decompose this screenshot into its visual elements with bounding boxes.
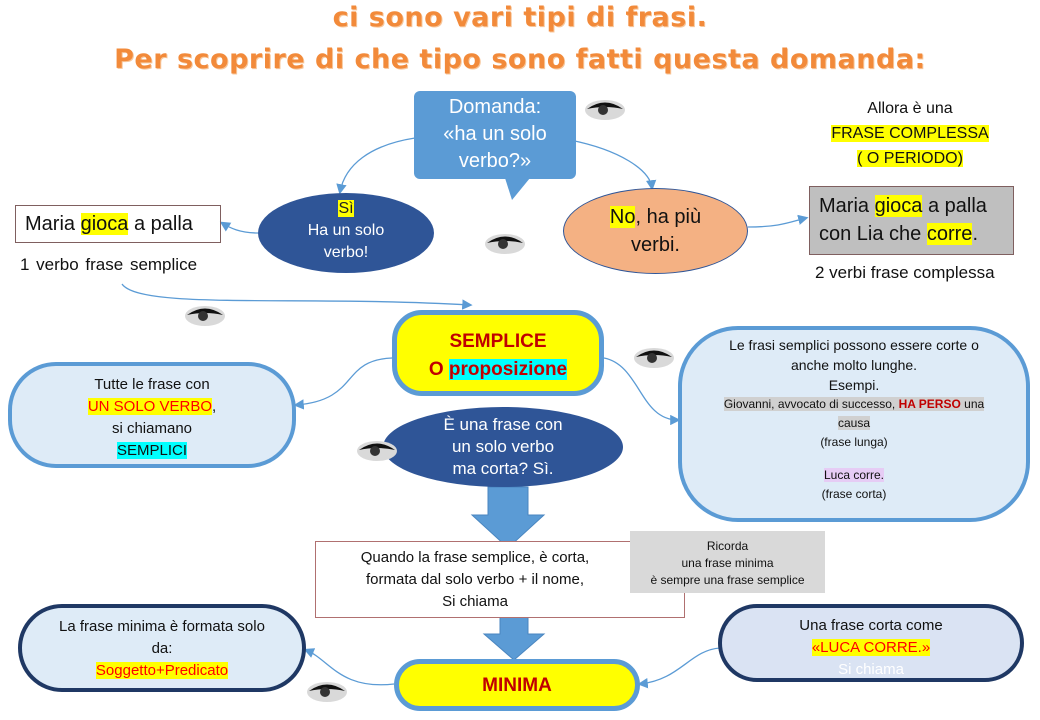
down-arrow-1 bbox=[470, 486, 546, 549]
right-ex1b: HA PERSO bbox=[898, 397, 961, 411]
no-oval: No, ha più verbi. bbox=[563, 188, 748, 274]
line-semplice-right bbox=[603, 357, 681, 426]
right-ex2b: (frase corta) bbox=[821, 487, 887, 501]
line-no-complex bbox=[747, 214, 809, 228]
eye-icon bbox=[185, 306, 225, 326]
bottom-right-line1: Una frase corta come bbox=[799, 617, 943, 634]
bottom-right-box: Una frase corta come «LUCA CORRE.» Si ch… bbox=[718, 604, 1024, 682]
left-line2b: , bbox=[212, 398, 217, 415]
eye-icon bbox=[585, 100, 625, 120]
center-line3: ma corta? Sì. bbox=[452, 459, 554, 478]
line-question-no bbox=[569, 139, 657, 191]
left-line1: Tutte le frase con bbox=[94, 376, 210, 393]
line-minima-left bbox=[303, 648, 395, 686]
line-caption-semplice bbox=[121, 283, 473, 310]
center-line2: un solo verbo bbox=[451, 437, 555, 456]
yes-oval: Sì Ha un solo verbo! bbox=[258, 193, 434, 273]
question-line3: verbo?» bbox=[458, 150, 532, 172]
complex-w2: a palla bbox=[922, 195, 987, 217]
right-line1: Le frasi semplici possono essere corte o bbox=[729, 337, 979, 353]
left-line4: SEMPLICI bbox=[116, 442, 188, 459]
title-line2: Per scoprire di che tipo sono fatti ques… bbox=[114, 44, 926, 75]
bottom-right-line3: Si chiama bbox=[838, 661, 904, 678]
question-line1: Domanda: bbox=[448, 96, 542, 118]
question-line2: «ha un solo bbox=[443, 123, 547, 145]
minima-label: MINIMA bbox=[482, 675, 552, 696]
reminder-note: Ricorda una frase minima è sempre una fr… bbox=[630, 531, 825, 593]
line-semplice-left bbox=[293, 357, 393, 410]
title-line1: ci sono vari tipi di frasi. bbox=[332, 2, 708, 33]
yes-line1: Ha un solo bbox=[307, 222, 385, 239]
reminder-line1: Ricorda bbox=[706, 539, 749, 553]
left-line3: si chiamano bbox=[111, 420, 193, 437]
bottom-left-line3: Soggetto+Predicato bbox=[95, 662, 229, 679]
complex-note-line2: FRASE COMPLESSA bbox=[831, 125, 989, 142]
no-line2: verbi. bbox=[631, 234, 680, 256]
right-line2: anche molto lunghe. bbox=[790, 357, 918, 373]
simple-w1: Maria bbox=[25, 213, 81, 235]
complex-w4: . bbox=[972, 223, 978, 245]
reminder-line3: è sempre una frase semplice bbox=[650, 573, 805, 587]
bubble-tail bbox=[505, 178, 530, 200]
simple-verb: gioca bbox=[80, 213, 129, 235]
simple-w2: a palla bbox=[128, 213, 193, 235]
line-right-minima bbox=[637, 647, 721, 689]
eye-icon bbox=[357, 441, 397, 461]
no-label: No bbox=[609, 206, 636, 228]
complex-verb1: gioca bbox=[874, 195, 923, 217]
semplice-box: SEMPLICE O proposizione bbox=[392, 310, 604, 396]
left-box: Tutte le frase con UN SOLO VERBO, si chi… bbox=[8, 362, 296, 468]
center-line1: È una frase con bbox=[443, 415, 563, 434]
complex-caption: 2 verbi frase complessa bbox=[815, 263, 995, 282]
bottom-left-line1: La frase minima è formata solo bbox=[59, 618, 265, 635]
definition-box: Quando la frase semplice, è corta, forma… bbox=[315, 541, 685, 618]
right-ex1e: (frase lunga) bbox=[820, 435, 888, 449]
right-line3: Esempi. bbox=[828, 377, 880, 393]
semplice-line2a: O bbox=[428, 359, 449, 380]
simple-caption: 1 verbo frase semplice bbox=[20, 255, 198, 274]
yes-line2: verbo! bbox=[323, 244, 369, 261]
eye-icon bbox=[307, 682, 347, 702]
yes-label: Sì bbox=[338, 200, 354, 217]
semplice-line1: SEMPLICE bbox=[449, 331, 547, 352]
simple-example-box: Maria gioca a palla bbox=[15, 205, 221, 243]
complex-verb2: corre bbox=[926, 223, 973, 245]
bottom-right-line2: «LUCA CORRE.» bbox=[811, 639, 931, 656]
down-arrow-2 bbox=[482, 616, 546, 661]
right-ex2a: Luca corre. bbox=[823, 468, 885, 482]
definition-line3: Si chiama bbox=[442, 593, 508, 610]
definition-line1: Quando la frase semplice, è corta, bbox=[360, 549, 590, 566]
left-line2: UN SOLO VERBO bbox=[87, 398, 213, 415]
right-ex1d: causa bbox=[837, 416, 871, 430]
right-ex1c: una bbox=[960, 397, 985, 411]
complex-w3: con Lia che bbox=[819, 223, 927, 245]
minima-box: MINIMA bbox=[394, 659, 640, 711]
right-box: Le frasi semplici possono essere corte o… bbox=[678, 326, 1030, 522]
complex-note: Allora è una FRASE COMPLESSA ( O PERIODO… bbox=[820, 96, 1000, 171]
complex-note-line1: Allora è una bbox=[867, 100, 953, 117]
no-rest: , ha più bbox=[635, 206, 702, 228]
line-question-yes bbox=[336, 137, 416, 195]
right-ex1a: Giovanni, avvocato di successo, bbox=[723, 397, 899, 411]
bottom-left-line2: da: bbox=[151, 640, 173, 657]
question-bubble: Domanda: «ha un solo verbo?» bbox=[414, 91, 576, 179]
definition-line2: formata dal solo verbo + il nome, bbox=[365, 571, 585, 588]
eye-icon bbox=[634, 348, 674, 368]
center-oval: È una frase con un solo verbo ma corta? … bbox=[383, 407, 623, 487]
semplice-line2b: proposizione bbox=[448, 359, 568, 380]
bottom-left-box: La frase minima è formata solo da: Sogge… bbox=[18, 604, 306, 692]
complex-note-line3: ( O PERIODO) bbox=[857, 150, 963, 167]
line-yes-simple bbox=[219, 221, 259, 234]
reminder-line2: una frase minima bbox=[681, 556, 774, 570]
complex-example-box: Maria gioca a palla con Lia che corre. bbox=[809, 186, 1014, 255]
complex-w1: Maria bbox=[819, 195, 875, 217]
eye-icon bbox=[485, 234, 525, 254]
